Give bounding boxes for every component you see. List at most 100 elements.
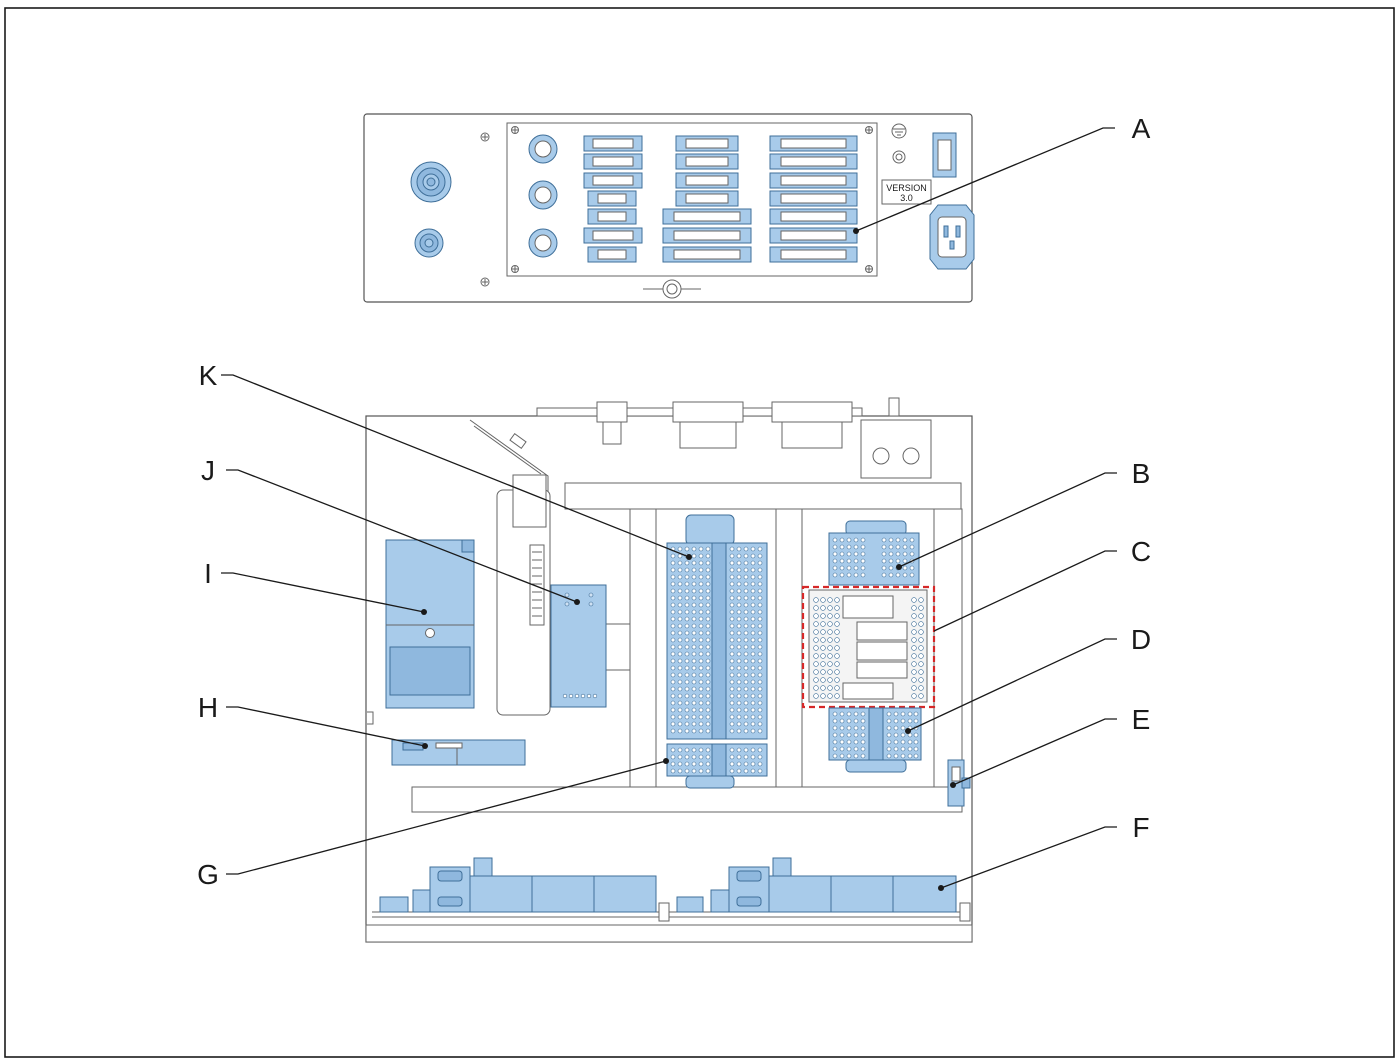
terminal-hole	[698, 672, 704, 678]
terminal-hole	[827, 637, 833, 643]
terminal-hole	[827, 653, 833, 659]
terminal-hole	[902, 537, 908, 543]
terminal-hole	[691, 567, 697, 573]
terminal-hole	[698, 567, 704, 573]
bottom-din-rail	[411, 786, 963, 813]
terminal-hole	[677, 630, 683, 636]
terminal-hole	[853, 537, 859, 543]
terminal-hole	[691, 761, 697, 767]
terminal-hole	[853, 732, 859, 738]
terminal-hole	[684, 616, 690, 622]
terminal-hole	[895, 572, 901, 578]
terminal-hole	[860, 537, 866, 543]
terminal-hole	[757, 595, 763, 601]
terminal-hole	[677, 721, 683, 727]
terminal-hole	[911, 693, 917, 699]
terminal-hole	[750, 714, 756, 720]
terminal-hole	[750, 588, 756, 594]
terminal-hole	[743, 686, 749, 692]
terminal-hole	[677, 700, 683, 706]
terminal-hole	[918, 613, 924, 619]
callout-h: H	[198, 692, 218, 723]
terminal-hole	[743, 768, 749, 774]
terminal-hole	[743, 665, 749, 671]
terminal-hole	[918, 677, 924, 683]
terminal-hole	[670, 602, 676, 608]
terminal-hole	[729, 658, 735, 664]
terminal-hole	[705, 560, 711, 566]
terminal-hole	[750, 747, 756, 753]
terminal-hole	[677, 546, 683, 552]
terminal-hole	[913, 753, 919, 759]
terminal-hole	[729, 679, 735, 685]
terminal-hole	[860, 725, 866, 731]
terminal-hole	[853, 718, 859, 724]
terminal-hole	[729, 686, 735, 692]
terminal-hole	[813, 669, 819, 675]
terminal-hole	[750, 754, 756, 760]
top-connectors	[536, 397, 900, 449]
terminal-hole	[846, 746, 852, 752]
terminal-hole	[698, 700, 704, 706]
wire-duct-1	[629, 508, 657, 788]
terminal-hole	[677, 714, 683, 720]
version-text: VERSION	[886, 183, 927, 193]
terminal-hole	[670, 609, 676, 615]
terminal-hole	[677, 595, 683, 601]
terminal-hole	[750, 602, 756, 608]
terminal-hole	[729, 553, 735, 559]
terminal-hole	[860, 739, 866, 745]
terminal-hole	[677, 707, 683, 713]
terminal-hole	[684, 768, 690, 774]
terminal-hole	[893, 732, 899, 738]
terminal-hole	[827, 605, 833, 611]
terminal-hole	[888, 565, 894, 571]
version-number: 3.0	[900, 193, 913, 203]
terminal-hole	[839, 537, 845, 543]
terminal-hole	[846, 565, 852, 571]
terminal-hole	[736, 721, 742, 727]
terminal-hole	[691, 721, 697, 727]
terminal-hole	[684, 595, 690, 601]
terminal-hole	[677, 768, 683, 774]
terminal-hole	[736, 728, 742, 734]
terminal-hole	[736, 707, 742, 713]
top-din-rail	[564, 482, 962, 510]
terminal-hole	[670, 707, 676, 713]
terminal-hole	[698, 623, 704, 629]
terminal-hole	[750, 679, 756, 685]
terminal-hole	[743, 595, 749, 601]
terminal-hole	[705, 665, 711, 671]
terminal-hole	[698, 707, 704, 713]
terminal-hole	[736, 747, 742, 753]
terminal-hole	[698, 546, 704, 552]
terminal-hole	[698, 761, 704, 767]
terminal-hole	[729, 616, 735, 622]
terminal-hole	[834, 621, 840, 627]
terminal-hole	[743, 761, 749, 767]
terminal-hole	[911, 605, 917, 611]
terminal-hole	[750, 581, 756, 587]
terminal-hole	[750, 700, 756, 706]
terminal-hole	[736, 574, 742, 580]
terminal-hole	[757, 588, 763, 594]
terminal-hole	[757, 658, 763, 664]
terminal-hole	[860, 753, 866, 759]
terminal-hole	[698, 616, 704, 622]
terminal-hole	[684, 693, 690, 699]
terminal-hole	[834, 597, 840, 603]
terminal-hole	[750, 761, 756, 767]
terminal-hole	[911, 613, 917, 619]
terminal-hole	[757, 546, 763, 552]
terminal-hole	[729, 588, 735, 594]
terminal-hole	[691, 560, 697, 566]
terminal-hole	[684, 644, 690, 650]
terminal-hole	[820, 613, 826, 619]
terminal-hole	[684, 588, 690, 594]
terminal-hole	[846, 537, 852, 543]
terminal-hole	[757, 686, 763, 692]
terminal-hole	[684, 623, 690, 629]
terminal-hole	[918, 693, 924, 699]
terminal-hole	[853, 753, 859, 759]
